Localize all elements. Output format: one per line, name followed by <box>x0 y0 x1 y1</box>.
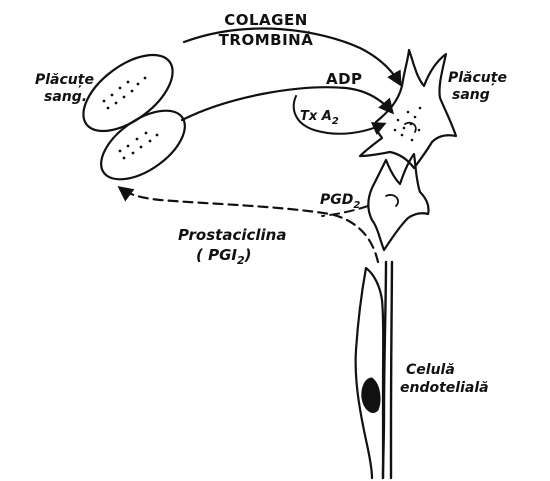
collagen-label: COLAGEN <box>224 11 308 29</box>
endothelial-label-line1: Celulă <box>406 362 455 378</box>
pgd2-arrow <box>321 205 369 217</box>
platelets-right-label-line1: Plăcuțe <box>448 70 507 86</box>
platelets-left-label-line1: Plăcuțe <box>35 72 94 88</box>
collagen-thrombin-arrow <box>182 27 402 87</box>
endothelial-label-line2: endotelială <box>400 380 489 396</box>
adhering-platelet <box>367 152 430 252</box>
platelets-right-label-line2: sang <box>452 87 490 103</box>
prostacyclin-label-line1: Prostaciclina <box>178 226 286 244</box>
activated-platelet <box>358 48 458 170</box>
resting-platelet-lower <box>100 109 186 181</box>
txa2-label: Tx A2 <box>300 109 339 127</box>
adp-arrow <box>180 86 395 122</box>
prostacyclin-arrow <box>117 186 380 264</box>
thrombin-label: TROMBINĂ <box>219 30 314 49</box>
adp-label: ADP <box>326 70 363 88</box>
txa2-loop-arrow <box>292 95 387 135</box>
pgd2-label: PGD2 <box>320 192 360 211</box>
platelets-left-label-line2: sang. <box>44 89 87 105</box>
endothelial-cell <box>354 260 394 480</box>
resting-platelet-upper <box>82 53 174 133</box>
prostacyclin-label-line2: ( PGI2) <box>196 246 251 267</box>
cell-nucleus <box>361 377 381 413</box>
